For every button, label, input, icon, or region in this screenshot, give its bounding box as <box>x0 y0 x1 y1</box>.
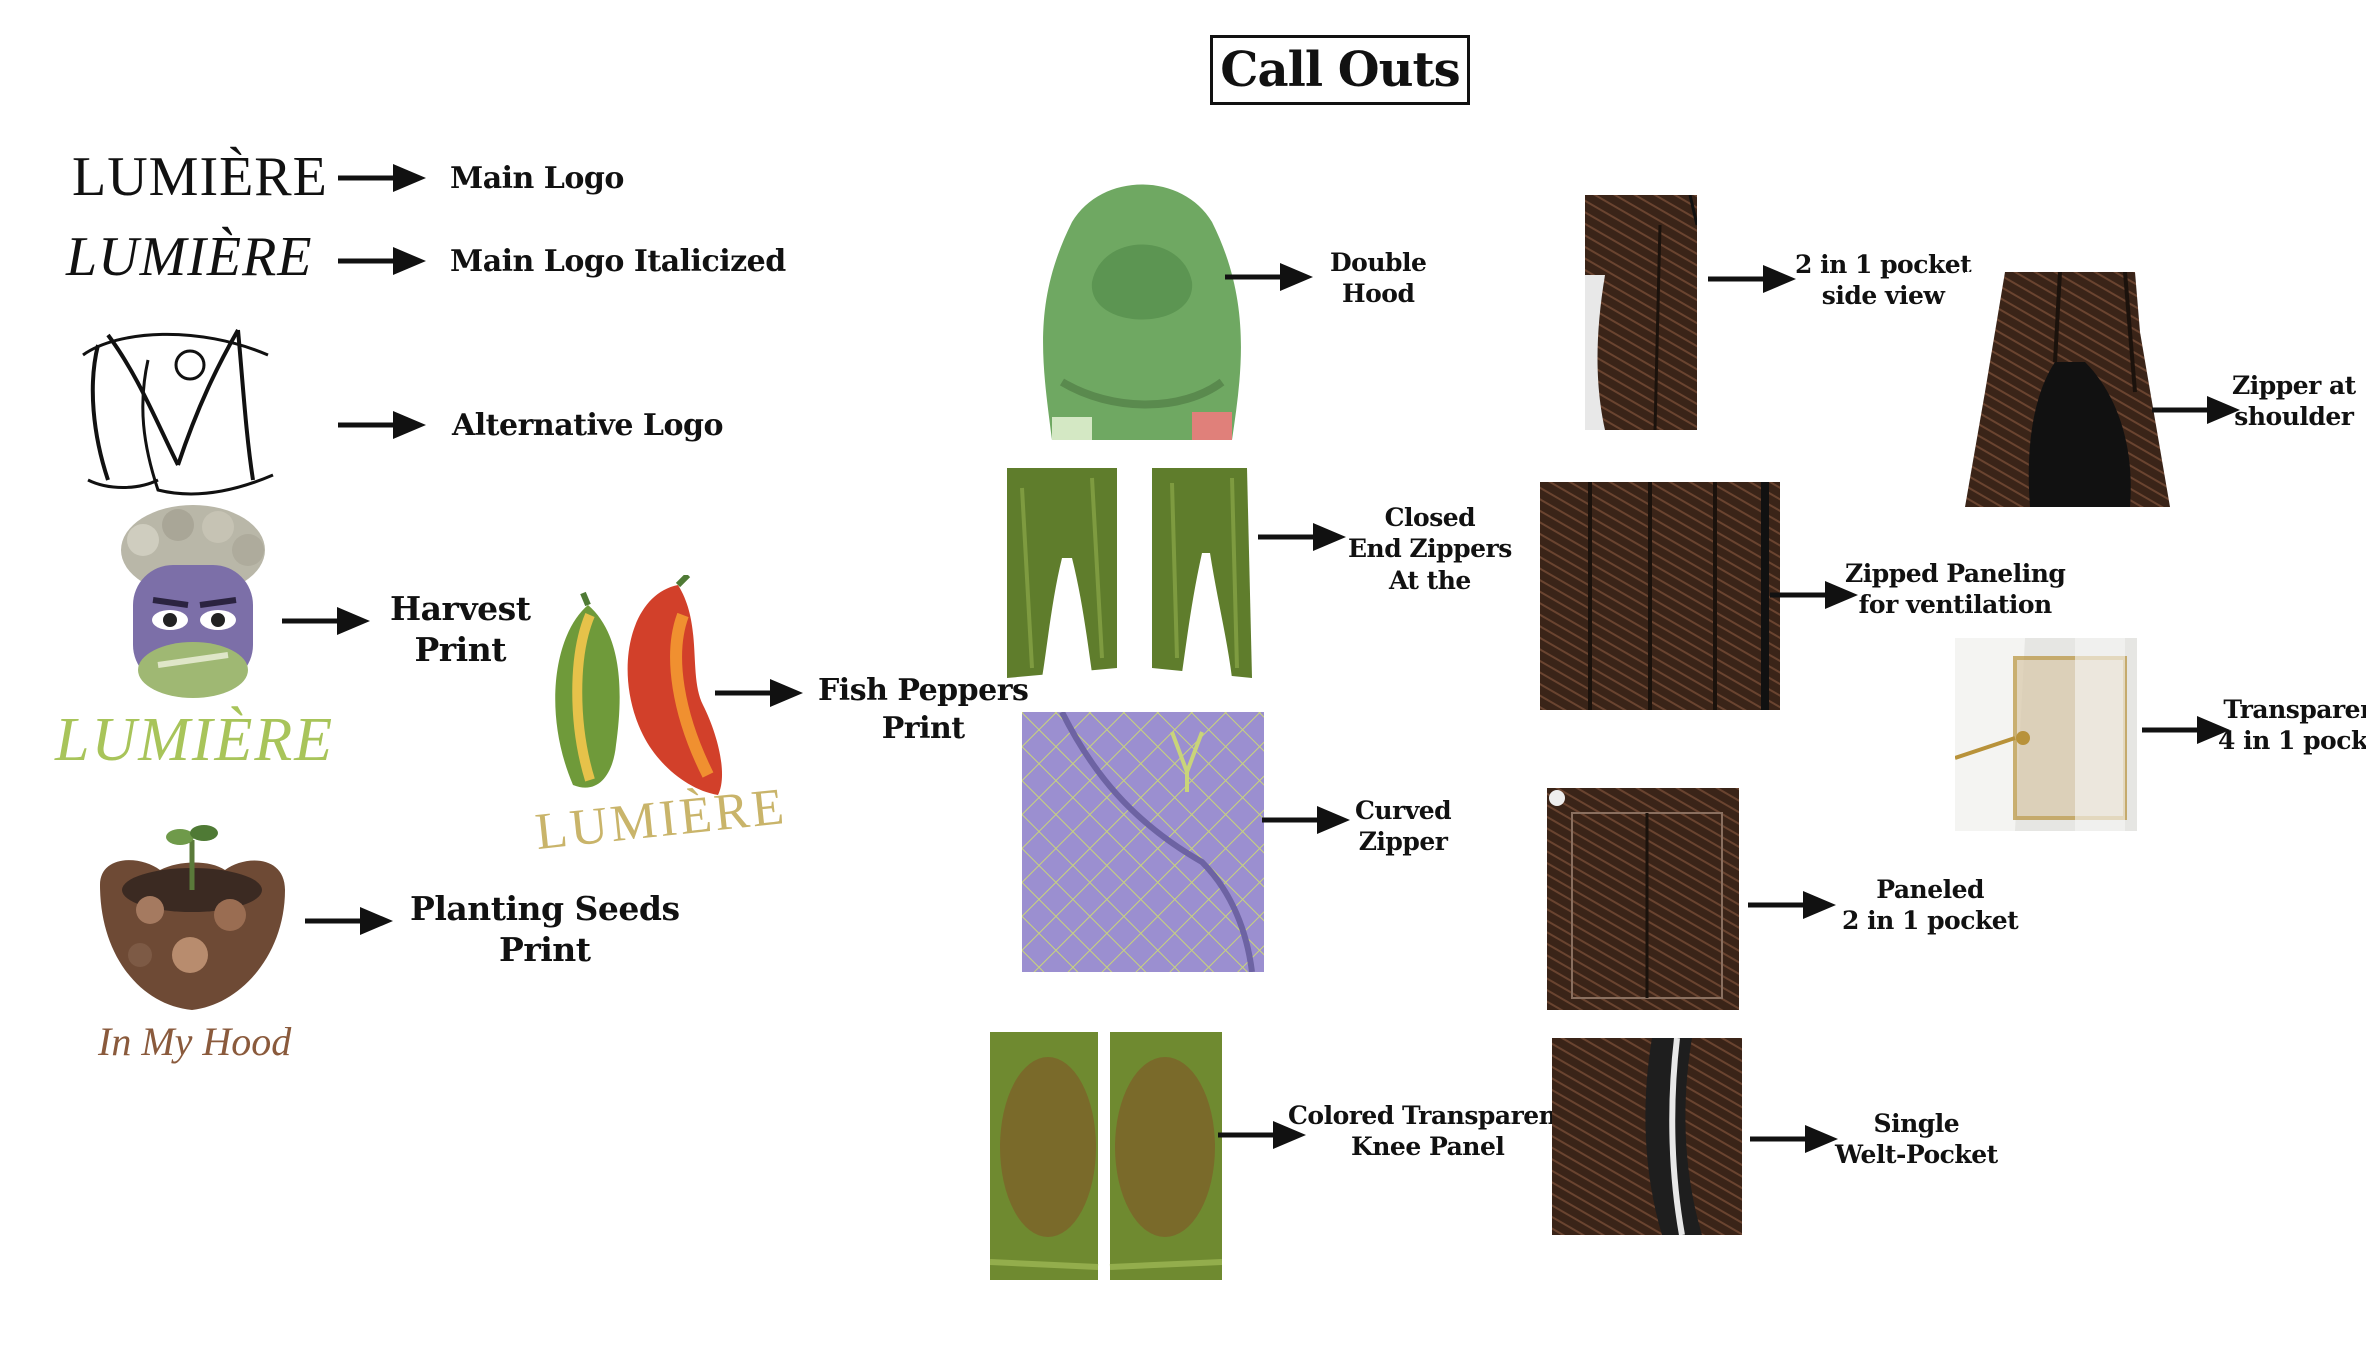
main-logo: LUMIÈRE <box>72 146 328 208</box>
callout-paneled-pocket: Paneled 2 in 1 pocket <box>1842 875 2019 936</box>
seeds-wordmark: In My Hood <box>98 1019 292 1064</box>
knee-panel-image <box>990 1032 1222 1280</box>
fish-peppers-illustration <box>528 575 743 805</box>
planting-seeds-illustration <box>80 815 305 1025</box>
curved-zipper-image <box>1022 712 1264 972</box>
alternative-logo-monogram <box>78 315 278 500</box>
callout-curved-zipper: Curved Zipper <box>1355 796 1452 857</box>
arrow-curved-zipper <box>1262 805 1350 835</box>
welt-pocket-image <box>1552 1038 1742 1235</box>
arrow-harvest-print <box>282 606 370 636</box>
closed-end-zippers-image <box>992 468 1264 683</box>
callout-closed-zippers: Closed End Zippers At the <box>1348 503 1512 595</box>
arrow-planting-seeds <box>305 906 393 936</box>
harvest-print-illustration <box>98 505 288 720</box>
callout-double-hood: Double Hood <box>1330 248 1427 309</box>
callout-pocket-side: 2 in 1 pocket side view <box>1795 250 1972 311</box>
arrow-zipper-shoulder <box>2152 395 2240 425</box>
callout-main-logo-italic: Main Logo Italicized <box>450 244 786 279</box>
arrow-main-logo <box>338 163 426 193</box>
callout-zipper-shoulder: Zipper at shoulder <box>2232 371 2356 432</box>
arrow-transparent-pocket <box>2142 715 2230 745</box>
arrow-alt-logo <box>338 410 426 440</box>
arrow-welt-pocket <box>1750 1124 1838 1154</box>
callout-knee-panel: Colored Transparent Knee Panel <box>1288 1101 1568 1162</box>
zipper-shoulder-image <box>1965 272 2170 507</box>
double-hood-image <box>1022 162 1262 440</box>
callout-welt-pocket: Single Welt-Pocket <box>1835 1109 1998 1170</box>
callout-fish-peppers: Fish Peppers Print <box>818 673 1029 746</box>
arrow-knee-panel <box>1218 1120 1306 1150</box>
arrow-closed-zippers <box>1258 522 1346 552</box>
arrow-double-hood <box>1225 262 1313 292</box>
main-logo-italic: LUMIÈRE <box>66 226 313 288</box>
callout-harvest-print: Harvest Print <box>390 589 531 670</box>
transparent-pocket-image <box>1955 638 2137 831</box>
page-title: Call Outs <box>1210 35 1470 105</box>
arrow-fish-peppers <box>715 678 803 708</box>
arrow-pocket-side <box>1708 264 1796 294</box>
pocket-side-view-image <box>1585 195 1697 430</box>
callout-planting-seeds: Planting Seeds Print <box>410 889 680 970</box>
callout-zipped-paneling: Zipped Paneling for ventilation <box>1845 559 2066 620</box>
paneled-pocket-image <box>1547 788 1739 1010</box>
arrow-paneled-pocket <box>1748 890 1836 920</box>
arrow-main-logo-italic <box>338 246 426 276</box>
callout-alt-logo: Alternative Logo <box>452 408 723 443</box>
harvest-wordmark: LUMIÈRE <box>55 706 335 774</box>
arrow-zipped-paneling <box>1770 580 1858 610</box>
callout-transparent-pocket: Transparent 4 in 1 pocket <box>2218 695 2366 756</box>
callout-main-logo: Main Logo <box>450 161 624 196</box>
zipped-paneling-image <box>1540 482 1780 710</box>
